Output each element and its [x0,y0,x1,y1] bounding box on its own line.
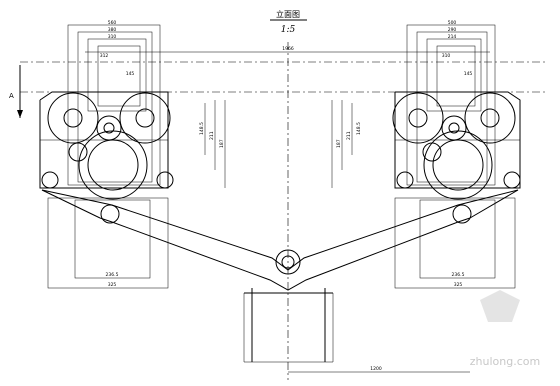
left-lower-frame-2 [74,199,151,279]
left-vdim-label-3: 187 [219,139,225,148]
section-arrow-icon [17,110,23,118]
v-frame-lower-edge [99,217,471,291]
left-gear-1 [47,92,99,144]
right-dim-d5: 145 [464,71,473,77]
right-dim-frame-3 [426,38,482,112]
right-dim-frame-4 [436,45,476,107]
bottom-dim-label: 1200 [370,366,382,372]
right-roller-outer [423,130,493,200]
right-dim-b1: 236.5 [452,272,465,278]
left-gear-1-hub [63,108,83,128]
v-frame-right-end [469,189,519,219]
section-marker-label: A [9,92,14,100]
left-vdim-label-2: 211 [209,131,215,140]
center-pivot-outer [275,249,301,275]
right-dim-frame-1 [406,24,496,186]
watermark-text: zhulong.com [470,355,540,368]
drawing-title: 立面图 [276,9,300,19]
right-idler-gear [441,115,467,141]
left-dim-d4: 312 [100,53,109,59]
v-frame-upper-edge [41,189,519,271]
left-frame-pin [100,204,120,224]
overall-dim-label: 1966 [282,46,294,52]
left-gear-2-hub [135,108,155,128]
right-roller-inner [432,139,484,191]
v-frame [41,189,519,291]
right-small-wheel [422,142,442,162]
left-dim-d3: 310 [108,34,117,40]
center-pivot-inner [281,255,295,269]
left-vdim-label-1: 148.5 [199,122,205,135]
right-vdim-label-1: 148.5 [356,122,362,135]
right-foot-wheel-1 [396,171,414,189]
right-dim-b2: 325 [454,282,463,288]
left-dim-d1: 560 [108,20,117,26]
left-assembly: 560 380 310 312 145 148.5 211 187 236.5 … [39,20,226,289]
right-dim-d1: 500 [448,20,457,26]
right-assembly: 500 290 214 310 145 148.5 211 187 236.5 … [331,20,521,289]
right-dim-frame-2 [416,31,488,183]
right-dim-d4: 310 [442,53,451,59]
left-idler-gear [96,115,122,141]
left-small-wheel [68,142,88,162]
right-body-outline [394,91,521,189]
left-dim-frame-1 [67,24,161,186]
watermark: zhulong.com [470,290,540,368]
left-roller-inner [87,139,139,191]
right-gear-2-hub [480,108,500,128]
left-dim-b1: 236.5 [106,272,119,278]
left-dim-frame-2 [77,31,153,183]
right-lower-frame-1 [394,197,516,289]
left-dim-frame-3 [87,38,147,112]
left-roller-outer [78,130,148,200]
right-vdim-label-3: 187 [336,139,342,148]
right-gear-2 [464,92,516,144]
support-post [243,288,334,363]
left-dim-b2: 325 [108,282,117,288]
v-frame-left-end [41,189,101,219]
left-idler-hub [103,122,115,134]
right-idler-hub [448,122,460,134]
left-dim-frame-4 [97,45,141,107]
right-gear-1 [392,92,444,144]
drawing-scale: 1:5 [281,25,296,35]
right-foot-wheel-2 [503,171,521,189]
left-foot-wheel-2 [156,171,174,189]
right-lower-frame-2 [419,199,496,279]
left-gear-2 [119,92,171,144]
left-dim-d5: 145 [126,71,135,77]
watermark-logo-icon [480,290,520,322]
left-dim-d2: 380 [108,27,117,33]
left-foot-wheel-1 [41,171,59,189]
right-dim-d2: 290 [448,27,457,33]
right-frame-pin [452,204,472,224]
right-gear-1-hub [408,108,428,128]
right-dim-d3: 214 [448,34,457,40]
right-vdim-label-2: 211 [346,131,352,140]
